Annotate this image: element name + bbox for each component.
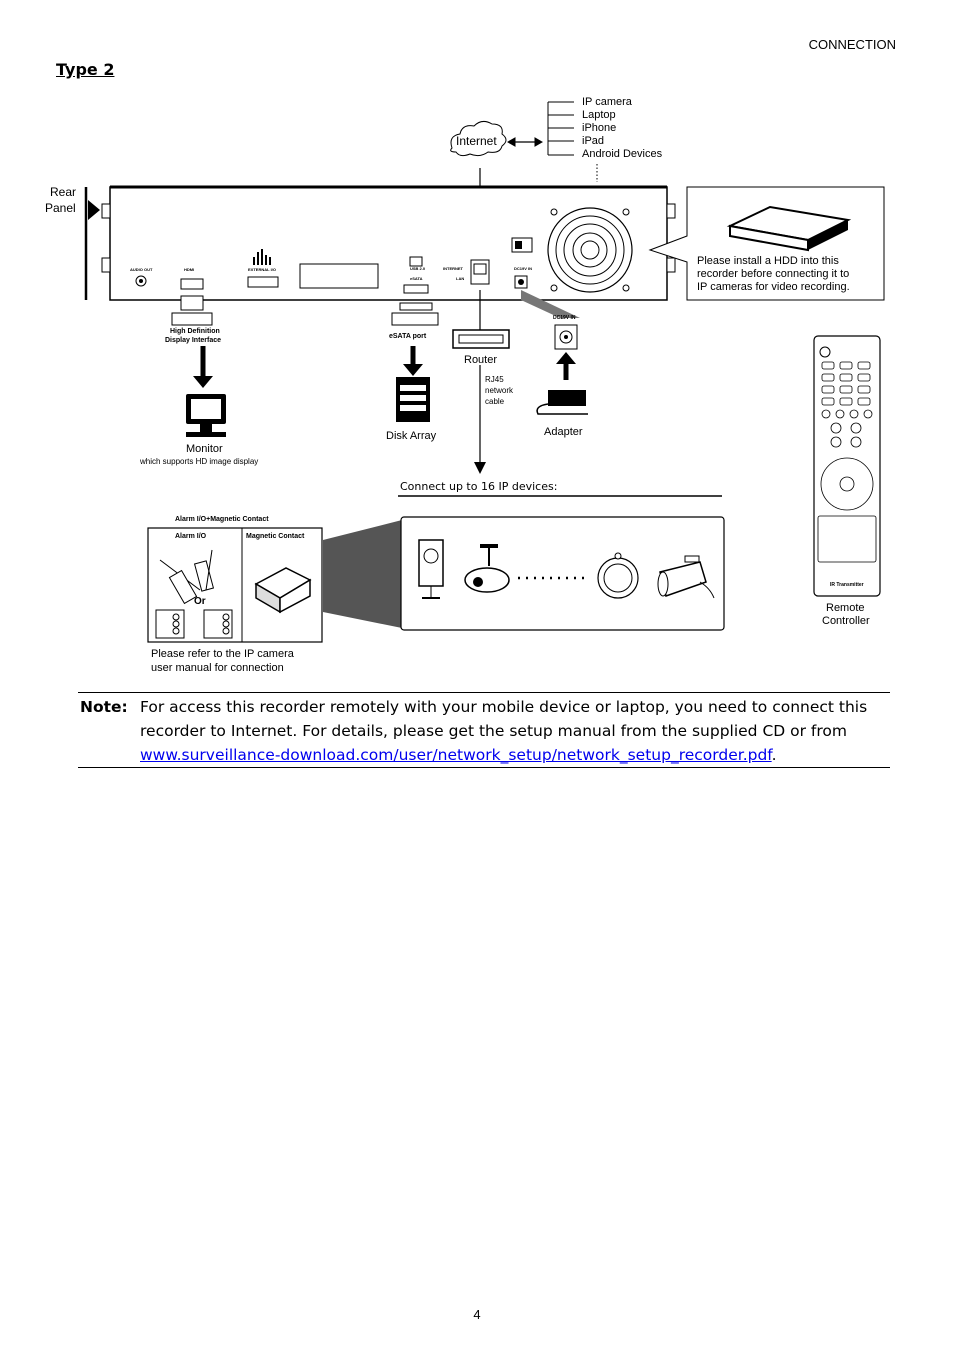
adapter-label: Adapter: [544, 426, 583, 438]
terminal-block-icon: [155, 609, 233, 639]
rj45-line2: network: [485, 386, 514, 395]
hdd-note-line3: IP cameras for video recording.: [697, 281, 850, 293]
setup-manual-link[interactable]: www.surveillance-download.com/user/netwo…: [140, 746, 772, 764]
panel-lan: LAN: [456, 276, 465, 281]
connect-ip-label: Connect up to 16 IP devices:: [400, 480, 558, 493]
disk-array-label: Disk Array: [386, 430, 437, 442]
refer-line1: Please refer to the IP camera: [151, 648, 294, 660]
rear-panel-pointer: [84, 187, 100, 300]
panel-esata: eSATA: [410, 276, 423, 281]
remote-label-line2: Controller: [822, 615, 870, 627]
hdmi-label-line1: High Definition: [170, 328, 220, 335]
alarm-box: [147, 527, 323, 643]
ptz-camera-icon: [464, 544, 510, 593]
connection-diagram: [84, 101, 885, 643]
hdd-note-line2: recorder before connecting it to: [697, 268, 850, 280]
device-android: Android Devices: [582, 148, 663, 160]
remote-controller-icon: [813, 335, 881, 597]
alarm-cable-icon: [159, 549, 215, 605]
device-laptop: Laptop: [582, 109, 616, 121]
note-text: For access this recorder remotely with y…: [140, 695, 890, 767]
or-label: Or: [194, 596, 206, 607]
section-header: CONNECTION: [808, 37, 896, 52]
refer-line2: user manual for connection: [151, 662, 284, 674]
ip-devices-box: [323, 516, 725, 631]
monitor-sub-label: which supports HD image display: [140, 457, 259, 466]
internet-cloud-icon: [450, 120, 507, 157]
router-to-lan-line: [474, 290, 486, 474]
cube-camera-icon: [418, 539, 444, 599]
adapter-icon: [536, 390, 588, 415]
device-ipad: iPad: [582, 135, 605, 147]
page-number: 4: [473, 1307, 481, 1322]
monitor-label: Monitor: [186, 443, 223, 455]
dc-cable: [521, 290, 580, 350]
panel-internet: INTERNET: [443, 266, 463, 271]
esata-connector-icon: [391, 302, 439, 326]
alarm-title: Alarm I/O+Magnetic Contact: [175, 516, 269, 523]
note-label: Note:: [80, 698, 128, 716]
alarm-io-label: Alarm I/O: [175, 533, 207, 540]
internet-label: Internet: [456, 134, 497, 148]
hdd-callout: [648, 186, 885, 301]
rear-label: Rear: [50, 185, 77, 199]
remote-label-line1: Remote: [826, 602, 865, 614]
dome-camera-icon: [597, 552, 639, 599]
esata-label: eSATA port: [389, 333, 427, 340]
rj45-line1: RJ45: [485, 375, 504, 384]
rj45-line3: cable: [485, 397, 505, 406]
hdd-note-line1: Please install a HDD into this: [697, 255, 839, 267]
disk-array-arrow: [403, 346, 423, 376]
hdmi-label-line2: Display Interface: [165, 337, 222, 344]
router-label: Router: [464, 354, 498, 366]
panel-dc: DC19V IN: [514, 266, 533, 271]
dc-in-label: DC19V IN: [553, 315, 576, 321]
note-top-rule: [78, 692, 890, 693]
device-iphone: iPhone: [582, 122, 617, 134]
device-ip-camera: IP camera: [582, 96, 632, 108]
section-heading: Type 2: [56, 60, 115, 79]
panel-hdmi: HDMI: [184, 267, 195, 272]
note-bottom-rule: [78, 767, 890, 768]
hdmi-connector-icon: [171, 295, 213, 326]
magnetic-label: Magnetic Contact: [246, 533, 305, 540]
panel-external-io: EXTERNAL I/O: [248, 267, 276, 272]
monitor-icon: [186, 394, 226, 437]
double-arrow-icon: [506, 137, 544, 147]
note-end: .: [771, 746, 777, 764]
panel-usb: USB 2.0: [410, 266, 426, 271]
magnetic-contact-icon: [254, 567, 312, 614]
disk-array-icon: [396, 377, 430, 422]
adapter-arrow: [556, 352, 576, 380]
devices-bracket: [547, 101, 598, 182]
ir-transmitter-label: IR Transmitter: [830, 582, 864, 588]
panel-audio-out: AUDIO OUT: [130, 267, 153, 272]
hard-drive-icon: [726, 205, 852, 252]
bullet-camera-icon: [657, 555, 715, 599]
panel-label: Panel: [45, 201, 76, 215]
dvr-rear-panel: [101, 185, 676, 301]
router-icon: [452, 329, 510, 349]
monitor-arrow: [193, 346, 213, 388]
note-body: For access this recorder remotely with y…: [140, 698, 868, 740]
